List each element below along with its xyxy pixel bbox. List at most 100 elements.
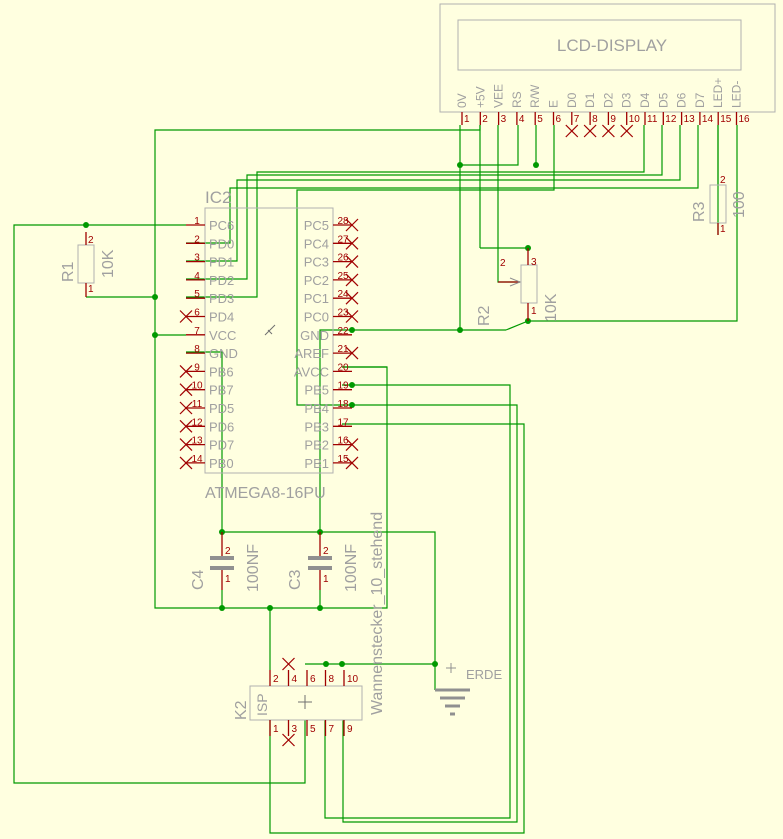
lcd-pin-number: 1 — [464, 114, 470, 125]
k2-pin-number: 9 — [347, 724, 353, 735]
k2-pin-number: 1 — [273, 724, 279, 735]
lcd-pin-number: 16 — [739, 114, 751, 125]
ic2-pin-number: 8 — [194, 344, 200, 355]
ic2-pin-name: PB6 — [209, 364, 234, 379]
ic2-pin-name: PD7 — [209, 438, 234, 453]
ic2-pin-name: AREF — [294, 346, 329, 361]
r1-pin-bottom: 1 — [88, 284, 94, 295]
r3-ref: R3 — [691, 201, 708, 222]
lcd-pin-name: D1 — [583, 92, 597, 108]
ic2-pin-number: 17 — [337, 417, 349, 428]
wire-ic-gnd — [186, 351, 320, 533]
ic2-pin-number: 6 — [194, 308, 200, 319]
ic2-pin-name: PD0 — [209, 236, 234, 251]
ic2-pin-name: PC1 — [304, 291, 329, 306]
k2-part: Wannenstecker_10_stehend — [369, 512, 386, 715]
lcd-pin-number: 11 — [647, 114, 658, 125]
ic2-pin-number: 5 — [194, 289, 200, 300]
k2-ref: K2 — [233, 700, 250, 720]
ic2-pin-name: PC3 — [304, 255, 329, 270]
lcd-screen — [457, 19, 742, 71]
ic2-pin-name: PD6 — [209, 419, 234, 434]
ic2-pin-name: PB3 — [304, 419, 329, 434]
lcd-pin-name: LED+ — [711, 78, 725, 108]
c4-ref: C4 — [190, 569, 207, 590]
wire-d5 — [186, 125, 663, 280]
r2-value: 10K — [543, 293, 560, 322]
r1-ref: R1 — [60, 261, 77, 282]
lcd-pin-number: 12 — [665, 114, 677, 125]
c3-pin-bottom: 1 — [323, 574, 329, 585]
resistor-r3: 2 1 R3 100 — [691, 175, 748, 235]
ic2-pin-number: 12 — [191, 417, 203, 428]
ic2-ref: IC2 — [205, 188, 231, 207]
wire-rs — [460, 125, 519, 166]
ic2-pin-name: PD2 — [209, 273, 234, 288]
lcd-pin-name: D7 — [693, 92, 707, 108]
c3-value: 100NF — [343, 544, 360, 592]
ic2-pin-name: PD3 — [209, 291, 234, 306]
lcd-pin-name: +5V — [473, 86, 487, 108]
ic2-pin-name: PC6 — [209, 218, 234, 233]
ground-symbol: ERDE — [435, 663, 502, 716]
ic2-pin-name: GND — [300, 328, 329, 343]
resistor-r1: 2 1 R1 10K — [60, 232, 117, 297]
k2-pin-number: 5 — [310, 724, 316, 735]
wire-d7 — [186, 125, 699, 244]
wire-mosi — [269, 423, 525, 834]
lcd-pin-number: 4 — [519, 114, 525, 125]
lcd-pin-name: D0 — [565, 92, 579, 108]
ic2-pin-number: 26 — [337, 253, 349, 264]
c3-pin-top: 2 — [323, 546, 329, 557]
ic2-origin-mark — [264, 324, 276, 336]
ic2-pin-name: PC5 — [304, 218, 329, 233]
lcd-pin-number: 13 — [684, 114, 696, 125]
lcd-pin-name: LED- — [730, 81, 744, 108]
ic2-pin-name: AVCC — [294, 364, 329, 379]
ic2-pin-name: PD5 — [209, 401, 234, 416]
k2-body — [249, 685, 363, 721]
ic2-pin-number: 14 — [191, 454, 203, 465]
ic2-right-pins: 28PC527PC426PC325PC224PC123PC022GND21ARE… — [294, 216, 359, 471]
lcd-pin-name: D5 — [656, 92, 670, 108]
k2-name: ISP — [254, 693, 270, 716]
c4-pin-top: 2 — [225, 546, 231, 557]
ic2-pin-number: 21 — [337, 344, 349, 355]
ic2-pin-number: 18 — [337, 399, 349, 410]
ic2-pin-number: 2 — [194, 234, 200, 245]
capacitor-c4: 2 1 C4 100NF — [190, 532, 262, 592]
ic2-pin-name: PB1 — [304, 456, 329, 471]
ic2-pin-name: PD4 — [209, 310, 234, 325]
ic2-pin-name: PB5 — [304, 383, 329, 398]
r2-pin-top: 3 — [531, 257, 537, 268]
lcd-pin-number: 3 — [501, 114, 507, 125]
lcd-pin-number: 10 — [629, 114, 641, 125]
ic2-pin-number: 16 — [337, 436, 349, 447]
lcd-label: LCD-DISPLAY — [557, 36, 667, 55]
ic2-pin-number: 4 — [194, 271, 200, 282]
lcd-pin-name: D3 — [620, 92, 634, 108]
lcd-pin-number: 9 — [610, 114, 616, 125]
wires — [13, 125, 738, 834]
ic2-pin-number: 25 — [337, 271, 349, 282]
ic2-pin-number: 23 — [337, 308, 349, 319]
wire-d4 — [186, 125, 645, 298]
ic2-pin-number: 1 — [194, 216, 200, 227]
ic2-pin-name: PD1 — [209, 255, 234, 270]
k2-pin-number: 3 — [292, 724, 298, 735]
ic2-pin-name: PC2 — [304, 273, 329, 288]
wire-reset-isp — [13, 224, 306, 784]
k2-pin-number: 6 — [310, 674, 316, 685]
wire-sck — [324, 384, 511, 819]
junctions — [83, 162, 539, 667]
r2-ref: R2 — [476, 305, 493, 326]
k2-pin-number: 10 — [347, 674, 359, 685]
wire-led-minus — [528, 125, 738, 322]
ic2-body — [204, 207, 334, 474]
k2-pin-number: 2 — [273, 674, 279, 685]
lcd-display: LCD-DISPLAY 10V2+5V3VEE4RS5R/W6E7D08D19D… — [439, 3, 776, 138]
k2-pin-number: 8 — [329, 674, 335, 685]
